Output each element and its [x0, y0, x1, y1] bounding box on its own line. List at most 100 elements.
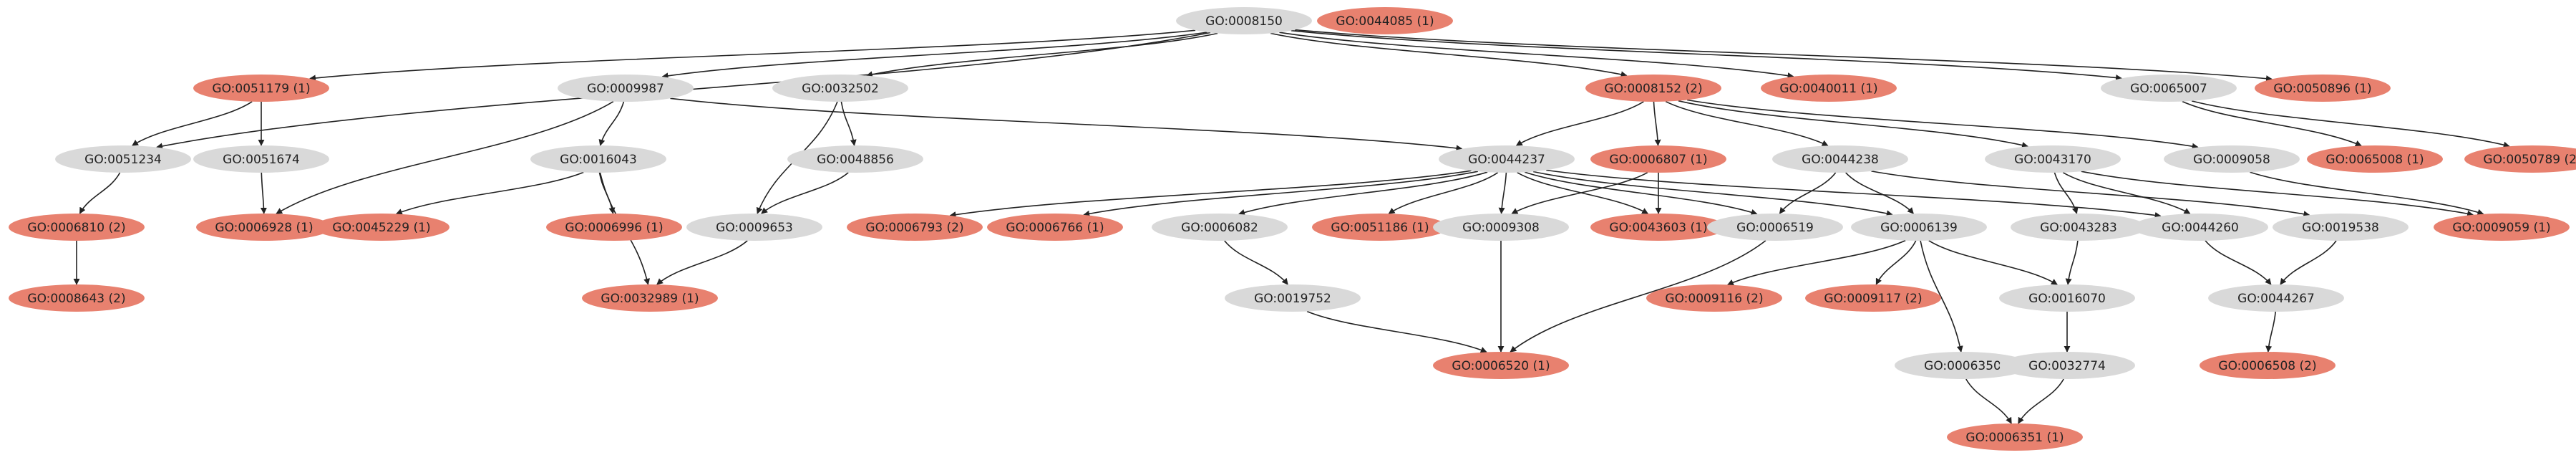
go-term-label: GO:0032502	[802, 82, 879, 96]
go-term-node: GO:0006793 (2)	[847, 214, 983, 241]
go-term-node-shape	[2200, 352, 2336, 379]
edge-arrow	[761, 172, 849, 214]
edge-path	[1871, 171, 2310, 218]
go-term-node-shape	[530, 145, 666, 173]
edge-arrow	[395, 171, 584, 215]
go-term-label: GO:0009117 (2)	[1824, 292, 1922, 306]
edge-arrow	[865, 32, 1218, 78]
go-term-node-shape	[55, 145, 191, 173]
go-term-node: GO:0006350	[1895, 352, 2031, 379]
go-term-label: GO:0006139	[1880, 221, 1958, 235]
go-term-label: GO:0044267	[2237, 292, 2315, 306]
go-term-label: GO:0009653	[716, 221, 793, 235]
edge-path	[661, 32, 1207, 80]
edge-arrow	[276, 101, 614, 214]
go-term-node: GO:0044238	[1772, 145, 1908, 173]
go-term-node: GO:0050896 (1)	[2255, 75, 2391, 102]
go-term-node: GO:0016043	[530, 145, 666, 173]
edge-arrow	[1726, 239, 1906, 286]
go-term-node-shape	[686, 214, 822, 241]
edge-path	[1515, 101, 1644, 146]
go-term-label: GO:0006807 (1)	[1609, 153, 1707, 167]
go-term-node-shape	[1176, 7, 1312, 34]
go-term-node: GO:0006928 (1)	[196, 214, 332, 241]
go-term-label: GO:0006350	[1924, 359, 2001, 373]
edge-path	[276, 101, 614, 214]
go-term-node-shape	[847, 214, 983, 241]
go-term-label: GO:0050896 (1)	[2273, 82, 2371, 96]
edge-path	[1510, 240, 1766, 353]
go-term-label: GO:0019752	[1254, 292, 1331, 306]
edge-arrow	[1845, 172, 1914, 214]
edge-path	[2280, 240, 2337, 285]
edge-path	[2250, 171, 2484, 216]
go-term-node: GO:0006996 (1)	[546, 214, 682, 241]
go-term-label: GO:0051234	[84, 153, 162, 167]
edge-arrow	[2053, 172, 2079, 214]
go-term-node: GO:0009117 (2)	[1805, 284, 1941, 312]
edge-path	[598, 101, 625, 146]
edge-arrow	[1920, 240, 1963, 353]
go-term-label: GO:0044238	[1802, 153, 1879, 167]
edge-path	[2191, 100, 2510, 148]
go-term-node: GO:0048856	[787, 145, 923, 173]
edge-path	[2065, 240, 2079, 285]
edge-arrow	[670, 97, 1463, 152]
go-term-node-shape	[1895, 352, 2031, 379]
edge-path	[2053, 172, 2079, 214]
go-term-label: GO:0050789 (2)	[2483, 153, 2576, 167]
edge-arrow	[1928, 240, 2058, 285]
edge-path	[1291, 29, 2122, 81]
go-term-node-shape	[1999, 352, 2135, 379]
edge-path	[2081, 171, 2474, 217]
go-term-node: GO:0009653	[686, 214, 822, 241]
go-term-node: GO:0050789 (2)	[2464, 145, 2576, 173]
go-term-node-shape	[2101, 75, 2237, 102]
edge-path	[949, 170, 1472, 219]
edge-path	[1532, 171, 1893, 217]
go-term-node: GO:0006766 (1)	[987, 214, 1123, 241]
edge-path	[1294, 29, 2273, 82]
edge-arrow	[656, 240, 748, 285]
go-term-node: GO:0006351 (1)	[1947, 423, 2083, 451]
edge-path	[670, 97, 1463, 152]
go-term-label: GO:0019538	[2302, 221, 2379, 235]
go-term-node: GO:0051186 (1)	[1312, 214, 1448, 241]
edge-arrow	[2191, 100, 2510, 148]
edge-path	[1665, 100, 1829, 147]
go-term-node: GO:0032989 (1)	[582, 284, 718, 312]
edge-arrow	[1965, 378, 2012, 424]
edge-path	[1965, 378, 2012, 424]
go-term-node: GO:0008643 (2)	[9, 284, 145, 312]
edge-path	[2018, 378, 2064, 424]
go-term-label: GO:0009987	[587, 82, 664, 96]
go-term-node: GO:0043603 (1)	[1590, 214, 1726, 241]
go-term-node-shape	[558, 75, 694, 102]
go-term-node-shape	[1225, 284, 1361, 312]
go-term-label: GO:0051186 (1)	[1331, 221, 1429, 235]
go-term-node: GO:0009116 (2)	[1646, 284, 1782, 312]
go-term-label: GO:0048856	[817, 153, 894, 167]
go-term-label: GO:0044237	[1468, 153, 1545, 167]
go-term-label: GO:0065007	[2130, 82, 2207, 96]
go-term-node-shape	[2434, 214, 2570, 241]
go-term-label: GO:0008150	[1205, 14, 1283, 29]
go-term-node: GO:0065008 (1)	[2307, 145, 2443, 173]
go-term-node: GO:0051234	[55, 145, 191, 173]
go-term-node-shape	[2132, 214, 2268, 241]
go-term-node-shape	[2273, 214, 2409, 241]
edge-path	[1653, 101, 1661, 146]
edge-path	[1238, 171, 1488, 216]
go-term-node-shape	[9, 214, 145, 241]
edge-path	[2205, 240, 2272, 285]
go-term-label: GO:0006996 (1)	[565, 221, 663, 235]
go-term-node-shape	[2464, 145, 2576, 173]
edge-arrow	[1279, 32, 1794, 80]
go-term-label: GO:0006520 (1)	[1452, 359, 1550, 373]
go-term-node-shape	[1152, 214, 1288, 241]
go-term-node-shape	[1433, 214, 1569, 241]
go-term-label: GO:0032774	[2028, 359, 2106, 373]
go-term-node-shape	[2208, 284, 2344, 312]
go-term-node-shape	[1433, 352, 1569, 379]
